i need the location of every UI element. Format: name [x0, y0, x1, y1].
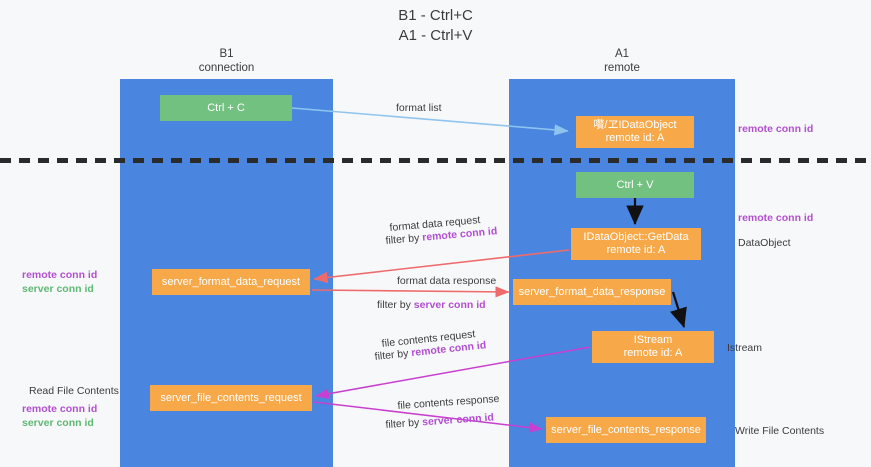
- edge-response-to-istream: [669, 291, 687, 329]
- annotation-right-dataobject: DataObject: [738, 236, 791, 250]
- filter-prefix: filter by: [377, 299, 414, 311]
- annotation-right-remote-conn-id-mid: remote conn id: [738, 211, 813, 225]
- annotation-text: Write File Contents: [735, 425, 825, 437]
- annotation-left-read-file-contents: Read File Contents: [29, 384, 119, 398]
- annotation-remote-conn-id: remote conn id: [22, 403, 98, 415]
- annotation-left-conn-ids-bottom: remote conn id server conn id: [22, 402, 97, 430]
- node-getdata-line2: remote id: A: [606, 244, 666, 256]
- node-server-file-contents-request[interactable]: server_file_contents_request: [150, 385, 312, 411]
- edge-format-data-response: [311, 286, 510, 298]
- node-ctrl-c-line1: Ctrl + C: [207, 101, 245, 114]
- annotation-right-istream: Istream: [727, 341, 762, 355]
- phase-divider: [0, 158, 871, 163]
- node-idataobject-getdata[interactable]: IDataObject::GetData remote id: A: [571, 228, 701, 260]
- title-line-2: A1 - Ctrl+V: [398, 27, 473, 44]
- swimlane-b1-sub: connection: [198, 62, 255, 74]
- node-server-file-contents-request-label: server_file_contents_request: [160, 391, 302, 404]
- swimlane-a1-header: A1 remote: [509, 47, 735, 75]
- node-istream-line2: remote id: A: [623, 347, 683, 359]
- node-server-file-contents-response-label: server_file_contents_response: [551, 423, 701, 436]
- annotation-text: Istream: [727, 342, 763, 354]
- edge-format-data-request: [313, 249, 570, 284]
- edge-label-format-data-response-filter: filter by server conn id: [377, 298, 486, 312]
- node-idataobject-line1: 嚽/ヱIDataObject: [593, 119, 677, 131]
- edge-file-contents-response: [313, 401, 543, 433]
- filter-prefix: filter by: [374, 347, 412, 363]
- edge-file-contents-request: [315, 346, 591, 399]
- annotation-left-conn-ids-top: remote conn id server conn id: [22, 268, 97, 296]
- node-ctrl-v-line1: Ctrl + V: [616, 178, 654, 191]
- annotation-right-remote-conn-id-top: remote conn id: [738, 122, 813, 136]
- annotation-text: remote conn id: [738, 123, 814, 135]
- node-getdata-line1: IDataObject::GetData: [583, 231, 689, 243]
- swimlane-b1-header: B1 connection: [120, 47, 333, 75]
- swimlane-b1-name: B1: [219, 48, 234, 60]
- filter-prefix: filter by: [385, 416, 423, 431]
- filter-prefix: filter by: [385, 231, 423, 247]
- node-server-format-data-request-label: server_format_data_request: [161, 275, 301, 288]
- edge-label-format-list-text: format list: [396, 102, 442, 114]
- edge-format-list: [291, 107, 569, 136]
- node-server-format-data-response[interactable]: server_format_data_response: [513, 279, 671, 305]
- node-ctrl-v[interactable]: Ctrl + V: [576, 172, 694, 198]
- edge-label-format-list: format list: [396, 101, 442, 115]
- edge-label-format-data-response: format data response: [397, 274, 496, 288]
- node-server-file-contents-response[interactable]: server_file_contents_response: [546, 417, 706, 443]
- annotation-server-conn-id: server conn id: [22, 417, 94, 429]
- annotation-text: DataObject: [738, 237, 791, 249]
- filter-key-server-conn-id: server conn id: [413, 299, 486, 311]
- diagram-title: B1 - Ctrl+C A1 - Ctrl+V: [0, 6, 871, 46]
- annotation-right-write-file-contents: Write File Contents: [735, 424, 824, 438]
- node-idataobject-line2: remote id: A: [605, 132, 665, 144]
- node-idataobject[interactable]: 嚽/ヱIDataObject remote id: A: [576, 116, 694, 148]
- annotation-server-conn-id: server conn id: [22, 283, 94, 295]
- node-server-format-data-response-label: server_format_data_response: [518, 285, 666, 298]
- edge-label-format-data-response-text: format data response: [397, 275, 497, 287]
- annotation-remote-conn-id: remote conn id: [22, 269, 98, 281]
- node-ctrl-c[interactable]: Ctrl + C: [160, 95, 292, 121]
- annotation-text: Read File Contents: [29, 385, 119, 397]
- node-server-format-data-request[interactable]: server_format_data_request: [152, 269, 310, 295]
- annotation-text: remote conn id: [738, 212, 814, 224]
- node-istream-line1: IStream: [633, 334, 673, 346]
- title-line-1: B1 - Ctrl+C: [398, 7, 473, 24]
- swimlane-a1-sub: remote: [604, 62, 640, 74]
- swimlane-a1-name: A1: [614, 48, 630, 60]
- node-istream[interactable]: IStream remote id: A: [592, 331, 714, 363]
